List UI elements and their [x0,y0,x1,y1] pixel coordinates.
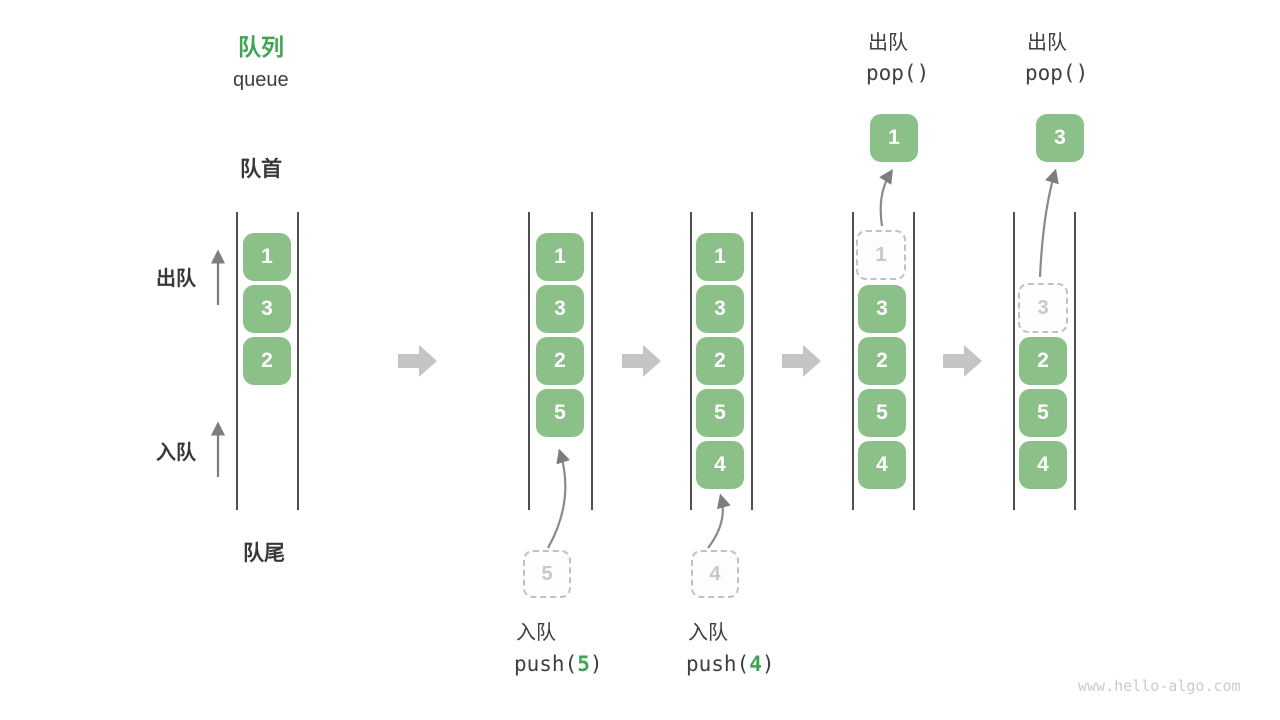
queue-wall [690,212,692,510]
popped-item: 3 [1036,114,1084,162]
dequeue-op-label: 出队 [1027,32,1067,54]
queue-item: 1 [696,233,744,281]
queue-item: 2 [1019,337,1067,385]
queue-item: 2 [696,337,744,385]
queue-item: 1 [243,233,291,281]
queue-wall [297,212,299,510]
pending-item-ghost: 5 [523,550,571,598]
enqueue-op-label: 入队 [688,622,728,644]
queue-item: 5 [1019,389,1067,437]
queue-rear-label: 队尾 [243,542,285,565]
removed-item-ghost: 1 [856,230,906,280]
queue-wall [591,212,593,510]
queue-item: 4 [1019,441,1067,489]
queue-wall [1013,212,1015,510]
flow-arrow-icon [782,345,821,377]
pending-item-ghost: 4 [691,550,739,598]
diagram-title-en: queue [233,69,289,91]
flow-arrow-icon [943,345,982,377]
watermark: www.hello-algo.com [1078,677,1241,695]
queue-item: 1 [536,233,584,281]
flow-arrow-icon [622,345,661,377]
code-arg: 5 [577,652,590,676]
flow-arrow-icon [398,345,437,377]
popped-item: 1 [870,114,918,162]
queue-item: 2 [536,337,584,385]
queue-item: 2 [858,337,906,385]
pop-arrow-icon [1038,168,1059,278]
push-code-label: push(4) [686,652,775,676]
pop-code-label: pop() [1025,61,1089,85]
code-text: push( [514,652,578,676]
queue-item: 3 [243,285,291,333]
push-arrow-icon [707,493,731,549]
queue-item: 3 [858,285,906,333]
queue-wall [528,212,530,510]
queue-wall [236,212,238,510]
enqueue-op-label: 入队 [516,622,556,644]
queue-item: 4 [696,441,744,489]
queue-wall [1074,212,1076,510]
code-arg: 4 [749,652,762,676]
removed-item-ghost: 3 [1018,283,1068,333]
queue-wall [852,212,854,510]
enqueue-side-label: 入队 [156,442,196,464]
queue-wall [751,212,753,510]
queue-item: 5 [696,389,744,437]
pop-code-label: pop() [866,61,930,85]
dequeue-side-label: 出队 [156,268,196,290]
queue-item: 5 [536,389,584,437]
diagram-title-zh: 队列 [238,34,284,60]
queue-wall [913,212,915,510]
pop-arrow-icon [879,168,893,227]
queue-item: 4 [858,441,906,489]
push-arrow-icon [547,448,571,549]
queue-item: 2 [243,337,291,385]
queue-front-label: 队首 [240,158,282,181]
dequeue-op-label: 出队 [868,32,908,54]
code-text: push( [686,652,750,676]
queue-item: 3 [696,285,744,333]
code-text: ) [761,652,775,676]
queue-item: 3 [536,285,584,333]
code-text: ) [589,652,603,676]
queue-item: 5 [858,389,906,437]
push-code-label: push(5) [514,652,603,676]
